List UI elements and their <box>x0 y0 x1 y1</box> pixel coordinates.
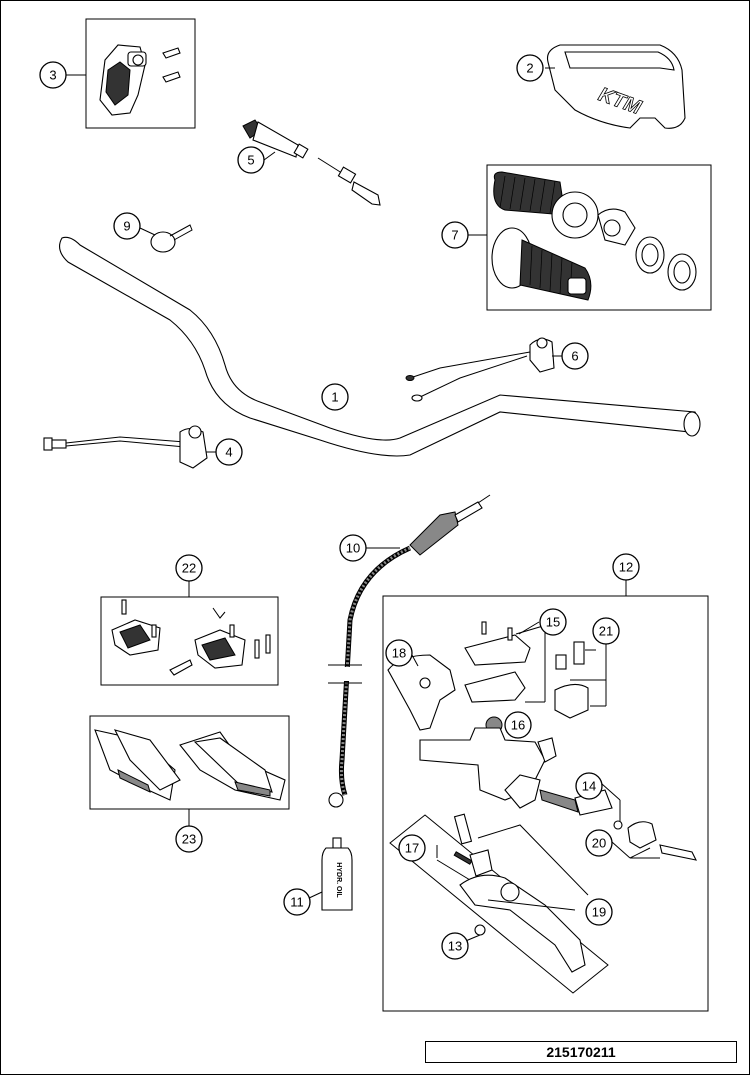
svg-text:15: 15 <box>546 615 560 630</box>
callout-6: 6 <box>561 342 589 370</box>
svg-text:17: 17 <box>405 841 419 856</box>
svg-text:1: 1 <box>331 390 338 405</box>
part-4-switch <box>43 425 208 469</box>
svg-text:12: 12 <box>619 560 633 575</box>
callout-10: 10 <box>339 534 367 562</box>
callout-13: 13 <box>441 932 469 960</box>
callout-7: 7 <box>441 221 469 249</box>
drawing-number: 215170211 <box>425 1041 737 1063</box>
callout-14: 14 <box>575 772 603 800</box>
part-9-cable-tie <box>150 224 193 253</box>
svg-text:9: 9 <box>123 219 130 234</box>
svg-text:20: 20 <box>592 836 606 851</box>
callout-16: 16 <box>504 711 532 739</box>
svg-text:18: 18 <box>392 646 406 661</box>
svg-text:6: 6 <box>571 349 578 364</box>
callout-20: 20 <box>585 829 613 857</box>
part-10-clutch-line <box>328 494 491 808</box>
callout-21: 21 <box>592 617 620 645</box>
svg-text:2: 2 <box>526 61 533 76</box>
svg-text:22: 22 <box>182 561 196 576</box>
callout-23: 23 <box>175 825 203 853</box>
part-2-handlebar-pad: KTM <box>546 44 686 129</box>
callout-3: 3 <box>39 61 67 89</box>
callout-9: 9 <box>113 212 141 240</box>
part-1-handlebar <box>59 236 701 457</box>
callout-15: 15 <box>539 608 567 636</box>
callout-2: 2 <box>516 54 544 82</box>
callout-12: 12 <box>612 553 640 581</box>
part-23-handguards <box>89 715 290 826</box>
part-5-throttle-cable <box>242 119 381 206</box>
part-3-switch-housing <box>85 18 196 129</box>
svg-text:13: 13 <box>448 939 462 954</box>
part-22-mount-kit <box>100 581 279 686</box>
svg-text:23: 23 <box>182 832 196 847</box>
svg-text:4: 4 <box>225 445 232 460</box>
svg-text:14: 14 <box>582 779 596 794</box>
svg-text:16: 16 <box>511 718 525 733</box>
svg-text:11: 11 <box>290 895 304 910</box>
svg-text:21: 21 <box>599 624 613 639</box>
callout-11: 11 <box>283 888 311 916</box>
callout-22: 22 <box>175 554 203 582</box>
svg-text:10: 10 <box>346 541 360 556</box>
part-12-clutch-master-cylinder <box>382 580 709 1012</box>
callout-4: 4 <box>215 438 243 466</box>
svg-text:3: 3 <box>49 68 56 83</box>
svg-text:19: 19 <box>592 905 606 920</box>
callout-18: 18 <box>385 639 413 667</box>
part-11-oil-bottle: HYDR. OIL <box>321 837 353 911</box>
part-7-grips <box>486 164 712 311</box>
callout-19: 19 <box>585 898 613 926</box>
part-6-switch <box>405 337 555 402</box>
oil-bottle-label: HYDR. OIL <box>335 862 342 898</box>
svg-text:5: 5 <box>247 153 254 168</box>
svg-text:7: 7 <box>451 228 458 243</box>
callout-1: 1 <box>321 383 349 411</box>
callout-5: 5 <box>237 146 265 174</box>
callout-17: 17 <box>398 834 426 862</box>
